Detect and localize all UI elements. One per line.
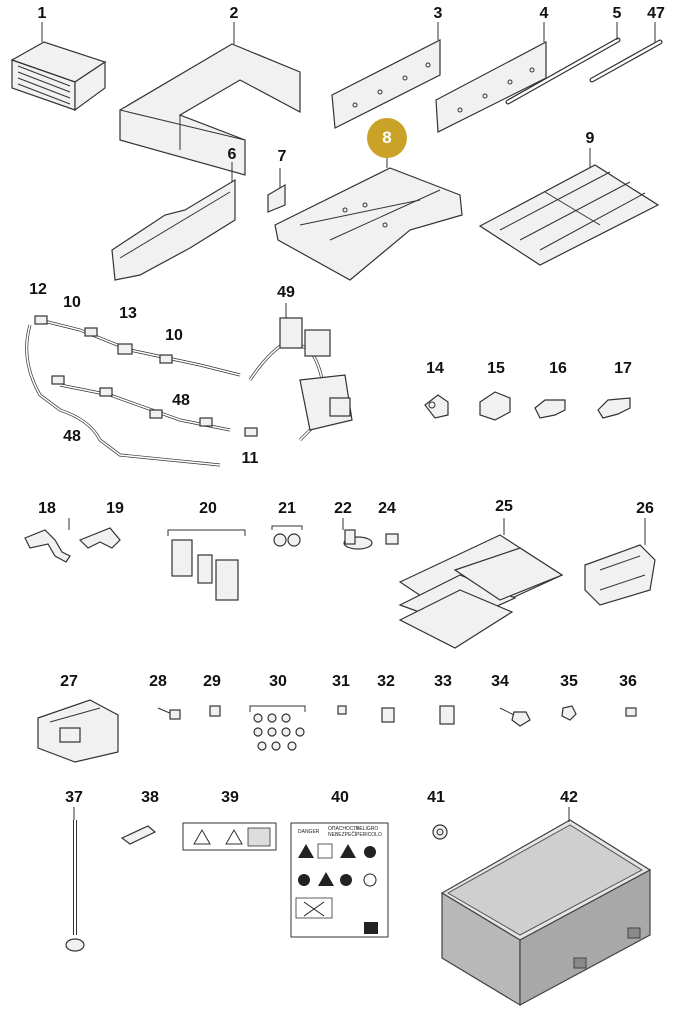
part-39-warning-label[interactable] bbox=[182, 822, 277, 851]
callout-22[interactable]: 22 bbox=[334, 500, 352, 517]
callout-10b[interactable]: 10 bbox=[165, 327, 183, 344]
callout-28[interactable]: 28 bbox=[149, 673, 167, 690]
callout-39[interactable]: 39 bbox=[221, 789, 239, 806]
callout-27[interactable]: 27 bbox=[60, 673, 78, 690]
part-28-bolt[interactable] bbox=[157, 707, 181, 720]
part-30-bolt-set[interactable] bbox=[249, 705, 306, 751]
callout-40[interactable]: 40 bbox=[331, 789, 349, 806]
callout-34[interactable]: 34 bbox=[491, 673, 509, 690]
part-9-battery-cover[interactable] bbox=[478, 164, 660, 266]
callout-37[interactable]: 37 bbox=[65, 789, 83, 806]
part-18-bracket[interactable] bbox=[24, 529, 71, 563]
callout-7[interactable]: 7 bbox=[277, 148, 287, 165]
part-20-fuse-set[interactable] bbox=[167, 529, 246, 601]
callout-17[interactable]: 17 bbox=[614, 360, 632, 377]
label-40-danger-text: DANGER bbox=[298, 829, 320, 835]
callout-32[interactable]: 32 bbox=[377, 673, 395, 690]
part-5-seal-strip[interactable] bbox=[505, 37, 621, 105]
callout-26[interactable]: 26 bbox=[636, 500, 654, 517]
callout-8-highlighted[interactable]: 8 bbox=[367, 118, 407, 158]
part-22-plug[interactable] bbox=[343, 529, 373, 550]
part-42-battery-shipping-box[interactable] bbox=[440, 819, 652, 1007]
part-26-connector-assembly[interactable] bbox=[584, 544, 656, 606]
callout-5[interactable]: 5 bbox=[612, 5, 622, 22]
label-40-line3: PELIGRO bbox=[356, 826, 378, 832]
part-49-high-voltage-harness[interactable] bbox=[248, 317, 353, 442]
part-4-cell-plate[interactable] bbox=[435, 41, 547, 133]
part-37-cable-tie[interactable] bbox=[65, 820, 85, 952]
callout-15[interactable]: 15 bbox=[487, 360, 505, 377]
part-1-battery-module[interactable] bbox=[10, 41, 107, 112]
part-27-control-unit[interactable] bbox=[37, 699, 119, 763]
leader-lines bbox=[41, 22, 656, 822]
part-32-spacer[interactable] bbox=[381, 707, 395, 723]
callout-49[interactable]: 49 bbox=[277, 284, 295, 301]
callout-31[interactable]: 31 bbox=[332, 673, 350, 690]
part-36-screw[interactable] bbox=[625, 707, 637, 717]
callout-14[interactable]: 14 bbox=[426, 360, 444, 377]
callout-19[interactable]: 19 bbox=[106, 500, 124, 517]
part-14-sensor[interactable] bbox=[424, 394, 449, 419]
callout-38[interactable]: 38 bbox=[141, 789, 159, 806]
callout-48b[interactable]: 48 bbox=[172, 392, 190, 409]
callout-36[interactable]: 36 bbox=[619, 673, 637, 690]
part-19-bracket[interactable] bbox=[78, 527, 121, 549]
label-40-line2: NEBEZPEČÍ bbox=[328, 831, 357, 838]
callout-30[interactable]: 30 bbox=[269, 673, 287, 690]
callout-9[interactable]: 9 bbox=[585, 130, 595, 147]
callout-13[interactable]: 13 bbox=[119, 305, 137, 322]
label-40-line1: ОПАСНОСТЬ bbox=[328, 826, 360, 832]
callout-47[interactable]: 47 bbox=[647, 5, 665, 22]
callout-2[interactable]: 2 bbox=[229, 5, 239, 22]
callout-11[interactable]: 11 bbox=[241, 450, 259, 467]
callout-16[interactable]: 16 bbox=[549, 360, 567, 377]
callout-41[interactable]: 41 bbox=[427, 789, 445, 806]
part-15-connector[interactable] bbox=[479, 391, 511, 421]
part-35-nut[interactable] bbox=[561, 705, 577, 721]
part-21-nut-set[interactable] bbox=[271, 525, 303, 547]
part-8-battery-tray[interactable] bbox=[274, 167, 463, 281]
callout-29[interactable]: 29 bbox=[203, 673, 221, 690]
part-24-screw[interactable] bbox=[385, 533, 399, 545]
part-17-busbar-clip[interactable] bbox=[597, 397, 631, 419]
part-7-clip[interactable] bbox=[267, 183, 286, 213]
part-33-sleeve[interactable] bbox=[439, 705, 455, 725]
part-41-washer[interactable] bbox=[432, 824, 448, 840]
part-38-clip[interactable] bbox=[120, 825, 157, 845]
label-40-line4: PERICOLO bbox=[356, 832, 382, 838]
callout-1[interactable]: 1 bbox=[37, 5, 47, 22]
part-31-screw[interactable] bbox=[337, 705, 347, 715]
callout-33[interactable]: 33 bbox=[434, 673, 452, 690]
part-25-insulation-pads[interactable] bbox=[398, 534, 564, 649]
part-34-bolt[interactable] bbox=[499, 707, 531, 727]
callout-20[interactable]: 20 bbox=[199, 500, 217, 517]
part-47-seal-strip[interactable] bbox=[589, 39, 663, 83]
callout-3[interactable]: 3 bbox=[433, 5, 443, 22]
callout-21[interactable]: 21 bbox=[278, 500, 296, 517]
part-2-battery-frame[interactable] bbox=[119, 43, 301, 176]
callout-12[interactable]: 12 bbox=[29, 281, 47, 298]
callout-10a[interactable]: 10 bbox=[63, 294, 81, 311]
callout-35[interactable]: 35 bbox=[560, 673, 578, 690]
part-3-cell-plate[interactable] bbox=[331, 39, 441, 129]
callout-18[interactable]: 18 bbox=[38, 500, 56, 517]
wiring-harness-left[interactable] bbox=[25, 315, 258, 467]
callout-24[interactable]: 24 bbox=[378, 500, 396, 517]
part-6-side-bracket[interactable] bbox=[111, 178, 236, 281]
callout-4[interactable]: 4 bbox=[539, 5, 549, 22]
callout-25[interactable]: 25 bbox=[495, 498, 513, 515]
part-40-danger-label[interactable]: DANGER ОПАСНОСТЬ NEBEZPEČÍ PELIGRO PERIC… bbox=[290, 822, 389, 938]
part-29-bolt[interactable] bbox=[209, 705, 221, 717]
callout-6[interactable]: 6 bbox=[227, 146, 237, 163]
callout-48a[interactable]: 48 bbox=[63, 428, 81, 445]
callout-42[interactable]: 42 bbox=[560, 789, 578, 806]
part-16-busbar-clip[interactable] bbox=[534, 399, 566, 419]
